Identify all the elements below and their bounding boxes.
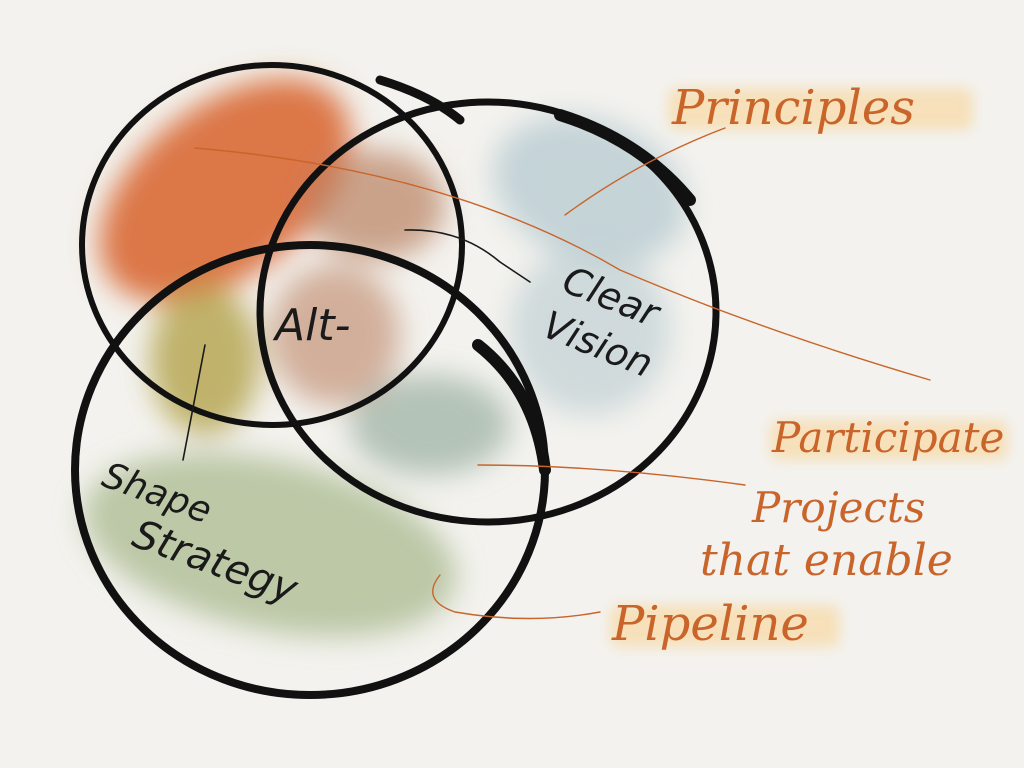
pipeline-label: Pipeline [611,596,809,652]
annotation-connectors [194,127,931,620]
wash-olive [150,285,260,435]
venn-circles [71,62,720,699]
principles-highlight [668,88,973,130]
annotation-highlights [610,88,1008,647]
pipeline-connector [432,574,601,620]
circle-right [256,98,720,526]
shape-strategy-pointer [182,344,206,461]
wash-blue-right [510,245,670,415]
wash-green-blue [350,375,510,475]
participate-label: Participate [771,413,1004,462]
circle-bottom-tail [472,339,551,476]
circle-top-left-tail [375,75,465,125]
clear-vision-pointer [404,229,531,283]
participate-highlight [770,420,1008,460]
wash-center [270,265,400,405]
projects-label-line1: Projects [751,483,925,532]
principles-label: Principles [671,80,915,136]
participate-connector [194,147,931,381]
circle-top-left [79,62,465,428]
projects-label-line2: that enable [700,535,953,586]
watercolor-washes [83,78,687,638]
pipeline-highlight [610,605,840,647]
ink-strokes [182,229,531,461]
center-label: Alt- [272,300,350,351]
principles-connector [564,127,726,216]
wash-brown [305,150,445,260]
circle-right-tail [554,109,696,206]
wash-green [83,452,457,638]
projects-connector [477,464,746,486]
